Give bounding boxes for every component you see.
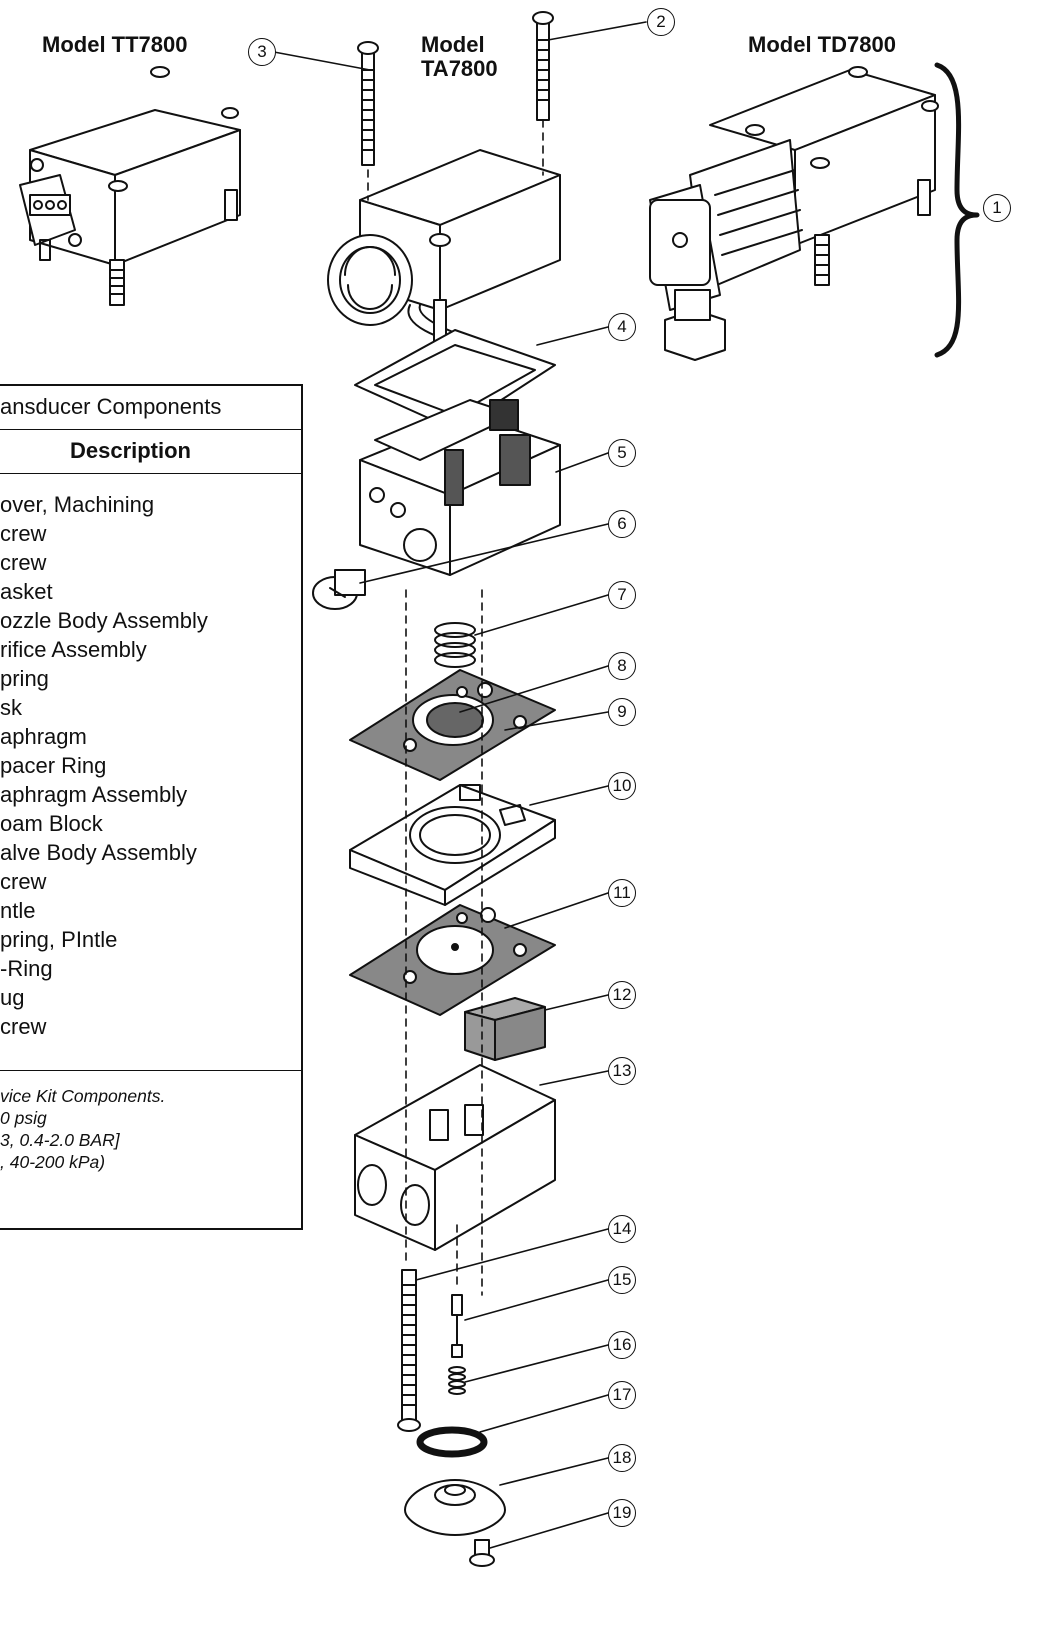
callout-4: 4 — [608, 313, 636, 341]
plug — [404, 1479, 506, 1536]
note-line: , 40-200 kPa) — [0, 1152, 106, 1172]
list-item: oam Block — [0, 811, 103, 836]
note-line: 3, 0.4-2.0 BAR] — [0, 1130, 120, 1150]
note-line: vice Kit Components. — [0, 1086, 166, 1106]
nozzle-body-assembly — [359, 399, 561, 576]
list-item: over, Machining — [0, 492, 155, 517]
pintle — [451, 1294, 463, 1358]
list-item: alve Body Assembly — [0, 840, 197, 865]
callout-3: 3 — [248, 38, 276, 66]
callout-14: 14 — [608, 1215, 636, 1243]
spring — [434, 622, 476, 668]
diaphragm-assembly — [349, 904, 556, 1016]
list-item: pacer Ring — [0, 753, 107, 778]
model-tt7800-housing — [19, 66, 241, 306]
o-ring — [416, 1426, 488, 1458]
callout-13: 13 — [608, 1057, 636, 1085]
screw-14 — [397, 1269, 421, 1432]
callout-18: 18 — [608, 1444, 636, 1472]
list-item: asket — [0, 579, 53, 604]
callout-6: 6 — [608, 510, 636, 538]
list-item: crew — [0, 521, 47, 546]
list-item: ug — [0, 985, 25, 1010]
list-item: rifice Assembly — [0, 637, 147, 662]
model-tt7800-title: Model TT7800 — [42, 32, 188, 57]
callout-16: 16 — [608, 1331, 636, 1359]
list-item: pring — [0, 666, 49, 691]
list-item: aphragm Assembly — [0, 782, 188, 807]
components-table: ansducer Components Description over, Ma… — [0, 384, 303, 1230]
callout-8: 8 — [608, 652, 636, 680]
callout-1: 1 — [983, 194, 1011, 222]
orifice-assembly — [312, 569, 366, 610]
diaphragm — [349, 669, 556, 781]
list-item: ozzle Body Assembly — [0, 608, 208, 633]
model-td7800-title: Model TD7800 — [748, 32, 896, 57]
model-ta7800-title: Model TA7800 — [421, 33, 498, 81]
valve-body-assembly — [354, 1064, 556, 1251]
component-list: over, Machining crew crew asket ozzle Bo… — [0, 474, 301, 1071]
callout-15: 15 — [608, 1266, 636, 1294]
list-item: ntle — [0, 898, 36, 923]
callout-10: 10 — [608, 772, 636, 800]
list-item: -Ring — [0, 956, 53, 981]
callout-7: 7 — [608, 581, 636, 609]
model-td7800-housing — [649, 62, 980, 361]
spacer-ring — [349, 784, 556, 906]
callout-19: 19 — [608, 1499, 636, 1527]
callout-12: 12 — [608, 981, 636, 1009]
pintle-spring — [448, 1366, 466, 1395]
alignment-lines — [367, 119, 544, 1296]
list-item: crew — [0, 869, 47, 894]
callout-17: 17 — [608, 1381, 636, 1409]
table-header-description: Description — [0, 430, 301, 474]
list-item: crew — [0, 550, 47, 575]
list-item: sk — [0, 695, 22, 720]
list-item: crew — [0, 1014, 47, 1039]
model-ta7800-title-line2: TA7800 — [421, 56, 498, 81]
callout-2: 2 — [647, 8, 675, 36]
model-ta7800-title-line1: Model — [421, 32, 485, 57]
model-ta7800-housing — [327, 11, 561, 351]
screw-19 — [469, 1539, 495, 1567]
list-item: aphragm — [0, 724, 87, 749]
table-notes: vice Kit Components. 0 psig 3, 0.4-2.0 B… — [0, 1071, 301, 1173]
leader-lines — [273, 21, 647, 1549]
gasket — [354, 329, 556, 431]
foam-block — [464, 997, 546, 1061]
callout-11: 11 — [608, 879, 636, 907]
callout-5: 5 — [608, 439, 636, 467]
callout-9: 9 — [608, 698, 636, 726]
note-line: 0 psig — [0, 1108, 47, 1128]
list-item: pring, PIntle — [0, 927, 118, 952]
table-title: ansducer Components — [0, 386, 301, 430]
